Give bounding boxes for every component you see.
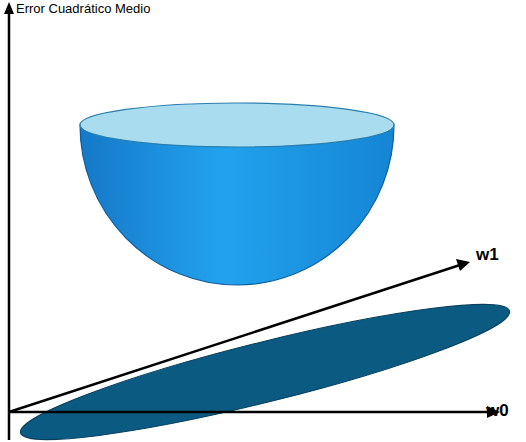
w1-axis xyxy=(9,265,460,412)
axis-title: Error Cuadrático Medio xyxy=(16,1,150,16)
bowl-rim xyxy=(80,103,394,147)
axis-name: w1 xyxy=(476,245,499,265)
error-bowl xyxy=(80,125,394,285)
axis-arrowhead xyxy=(456,259,470,271)
vertical-axis xyxy=(8,12,11,440)
axis-name: w0 xyxy=(486,401,509,421)
contour-shadow xyxy=(13,282,517,442)
axis-arrowhead xyxy=(4,2,14,14)
w0-axis xyxy=(9,411,490,414)
